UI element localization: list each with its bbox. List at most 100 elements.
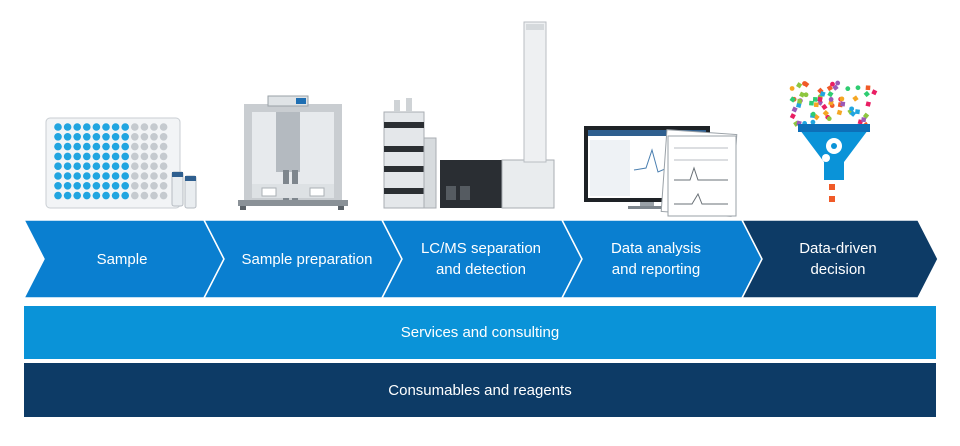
confetti-piece — [849, 110, 857, 117]
confetti-piece — [854, 109, 861, 115]
plate-well — [92, 142, 101, 151]
confetti-piece — [791, 106, 798, 113]
confetti-piece — [797, 98, 803, 104]
confetti-piece — [836, 109, 843, 116]
plate-well — [140, 142, 149, 151]
plate-well — [121, 182, 129, 190]
plate-well — [111, 162, 120, 170]
plate-well — [131, 133, 139, 141]
plate-well — [54, 142, 62, 151]
confetti-piece — [821, 103, 828, 111]
plate-well — [92, 182, 101, 190]
confetti-piece — [871, 89, 878, 96]
plate-well — [111, 123, 120, 131]
plate-well — [150, 123, 158, 131]
plate-well — [54, 182, 62, 190]
step-label-sample: Sample — [96, 250, 148, 268]
plate-well — [83, 182, 91, 190]
plate-well — [102, 152, 110, 161]
confetti-piece — [812, 96, 818, 102]
plate-well — [159, 191, 168, 200]
plate-well — [92, 133, 101, 141]
step-label-data-analysis: Data analysis and reporting — [610, 240, 702, 278]
plate-well — [63, 123, 72, 131]
confetti-piece — [810, 111, 816, 117]
plate-well — [92, 152, 101, 161]
plate-well — [140, 123, 149, 131]
plate-well — [54, 152, 62, 161]
confetti-piece — [845, 86, 851, 92]
plate-well — [73, 142, 81, 151]
plate-well — [111, 152, 120, 161]
plate-well — [63, 182, 72, 190]
plate-well — [150, 191, 158, 200]
plate-well — [140, 191, 149, 200]
well-plate-icon — [45, 117, 197, 209]
confetti-piece — [861, 117, 867, 123]
plate-well — [54, 172, 62, 180]
plate-well — [92, 162, 101, 170]
confetti-piece — [855, 85, 861, 91]
plate-well — [131, 172, 139, 180]
plate-well — [150, 133, 158, 141]
plate-well — [73, 182, 81, 190]
workflow-chevron-row — [22, 219, 939, 299]
plate-well — [111, 142, 120, 151]
plate-well — [159, 172, 168, 180]
plate-well — [102, 182, 110, 190]
services-band: Services and consulting — [24, 306, 936, 359]
confetti-piece — [822, 109, 830, 117]
plate-well — [140, 133, 149, 141]
confetti-piece — [803, 81, 810, 88]
services-label: Services and consulting — [400, 324, 560, 341]
plate-well — [63, 172, 72, 180]
step-label-decision: Data-driven decision — [799, 240, 877, 278]
plate-well — [54, 191, 62, 200]
confetti-piece — [789, 113, 796, 120]
plate-well — [63, 133, 72, 141]
plate-well — [83, 152, 91, 161]
lc-ms-instrument-icon — [383, 21, 555, 209]
plate-well — [121, 152, 129, 161]
plate-well — [150, 162, 158, 170]
plate-well — [73, 191, 81, 200]
confetti-piece — [817, 96, 823, 102]
confetti-piece — [803, 92, 809, 98]
plate-well — [111, 133, 120, 141]
plate-well — [102, 123, 110, 131]
plate-well — [73, 123, 81, 131]
plate-well — [121, 142, 129, 151]
plate-well — [54, 133, 62, 141]
confetti-piece — [835, 80, 841, 86]
plate-well — [159, 142, 168, 151]
plate-well — [83, 123, 91, 131]
plate-well — [111, 172, 120, 180]
plate-well — [159, 123, 168, 131]
plate-well — [54, 162, 62, 170]
step-label-sample-preparation: Sample preparation — [241, 250, 373, 268]
step-label-lcms: LC/MS separation and detection — [420, 240, 542, 278]
data-monitor-report-icon — [584, 126, 738, 217]
plate-well — [92, 191, 101, 200]
plate-well — [140, 152, 149, 161]
confetti-piece — [849, 106, 855, 112]
plate-well — [111, 191, 120, 200]
confetti-piece — [819, 91, 826, 97]
confetti-piece — [839, 96, 845, 102]
plate-well — [63, 162, 72, 170]
confetti-piece — [789, 96, 796, 103]
plate-well — [63, 142, 72, 151]
plate-well — [150, 182, 158, 190]
confetti-piece — [813, 102, 819, 108]
consumables-band: Consumables and reagents — [24, 363, 936, 417]
plate-well — [83, 172, 91, 180]
plate-well — [150, 142, 158, 151]
plate-well — [131, 123, 139, 131]
confetti-piece — [863, 90, 870, 98]
confetti-piece — [796, 82, 803, 89]
confetti-piece — [865, 85, 871, 91]
plate-well — [121, 172, 129, 180]
plate-well — [121, 162, 129, 170]
